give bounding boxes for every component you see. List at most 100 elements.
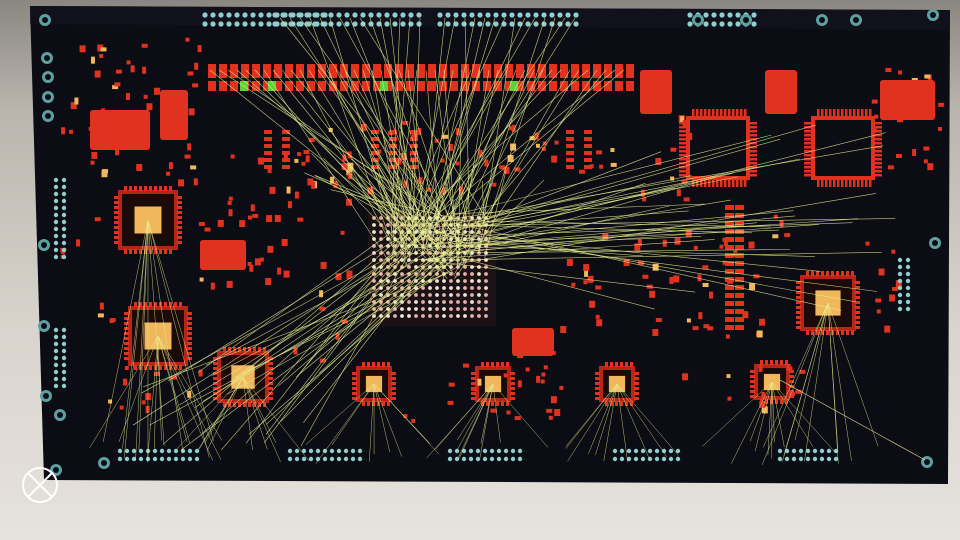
passive (725, 334, 730, 339)
pin (855, 281, 860, 284)
ball (379, 244, 383, 248)
ratsnest-line (194, 232, 455, 408)
pin (213, 367, 218, 370)
qfp-pin (869, 109, 872, 117)
ratsnest-line (371, 166, 407, 242)
ball (386, 307, 390, 311)
ball (456, 286, 460, 290)
pin (806, 271, 809, 276)
pad (362, 64, 370, 78)
via (61, 226, 67, 232)
pin (268, 367, 273, 370)
via (131, 456, 137, 462)
passive (333, 181, 338, 189)
ratsnest-line (359, 17, 489, 222)
ratsnest-line (394, 240, 655, 310)
passive (670, 176, 675, 181)
passive (99, 53, 104, 58)
passive (727, 396, 732, 401)
passive (335, 332, 340, 340)
ball (470, 307, 474, 311)
via (344, 12, 350, 18)
ratsnest-line (352, 166, 411, 251)
passive (587, 275, 594, 283)
passive (287, 201, 292, 209)
pin (750, 385, 755, 388)
passive (490, 408, 497, 413)
via (53, 247, 59, 253)
ratsnest-line (410, 154, 433, 239)
ratsnest-line (311, 152, 406, 250)
resistor (566, 158, 574, 162)
pin (605, 401, 608, 406)
pin (486, 362, 489, 367)
via (489, 448, 495, 454)
passive (259, 257, 264, 262)
via (905, 278, 911, 284)
via (905, 285, 911, 291)
via (897, 299, 903, 305)
passive (554, 140, 559, 145)
pin (491, 362, 494, 367)
via (53, 184, 59, 190)
pin (114, 241, 119, 244)
via (905, 264, 911, 270)
ratsnest-line (412, 229, 779, 246)
passive (761, 391, 766, 399)
via (266, 12, 272, 18)
via (194, 448, 200, 454)
ratsnest-line (416, 175, 692, 232)
qfp-pin (716, 109, 719, 117)
ball (414, 300, 418, 304)
pad (593, 81, 601, 91)
passive (112, 85, 119, 90)
ratsnest-line (373, 383, 431, 444)
pad (263, 64, 271, 78)
qfp-pin (804, 146, 812, 149)
mount-hole-drill (43, 393, 49, 399)
passive (125, 93, 130, 101)
pin (615, 362, 618, 367)
passive (503, 373, 508, 378)
ratsnest-line (431, 176, 461, 262)
via (304, 21, 310, 27)
passive (199, 277, 204, 282)
ball (407, 258, 411, 262)
pin (760, 360, 763, 365)
via (61, 219, 67, 225)
via (727, 21, 733, 27)
qfp-pin (857, 109, 860, 117)
ball (442, 293, 446, 297)
qfp-pin (679, 126, 687, 129)
passive (187, 71, 194, 76)
ball (477, 300, 481, 304)
qfp-pin (804, 154, 812, 157)
ratsnest-line (242, 376, 281, 462)
qfp-pin (821, 109, 824, 117)
passive (610, 148, 615, 153)
via (475, 448, 481, 454)
pin (750, 380, 755, 383)
origin-crosshair-icon[interactable] (18, 463, 62, 507)
ball (400, 314, 404, 318)
via (336, 21, 342, 27)
ratsnest-line (318, 249, 450, 374)
via (897, 285, 903, 291)
passive (540, 379, 545, 384)
ball (435, 293, 439, 297)
qfp-pin (708, 179, 711, 187)
ratsnest-lines (89, 17, 926, 465)
via (210, 21, 216, 27)
via (565, 21, 571, 27)
qfp-pin (874, 150, 882, 153)
ball (477, 307, 481, 311)
ratsnest-line (426, 252, 882, 261)
via (826, 456, 832, 462)
via (131, 448, 137, 454)
via (329, 448, 335, 454)
passive (119, 405, 124, 410)
pad (380, 81, 388, 91)
via (53, 348, 59, 354)
